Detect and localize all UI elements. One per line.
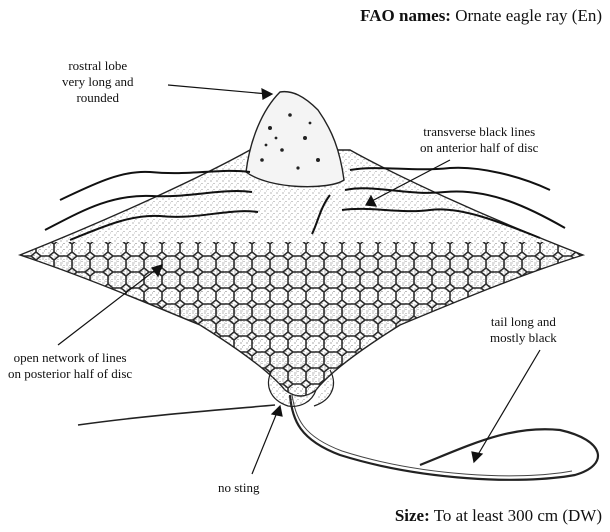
rostral-arrowhead xyxy=(262,89,272,99)
tail-label-line-2: mostly black xyxy=(490,330,557,346)
rostral-label-line-2: very long and xyxy=(62,74,133,90)
size-line: Size: To at least 300 cm (DW) xyxy=(395,506,602,526)
rostral-lobe xyxy=(246,92,344,187)
network-label-line-2: on posterior half of disc xyxy=(8,366,132,382)
rostral-label-line-3: rounded xyxy=(62,90,133,106)
sting-leader-line xyxy=(252,410,278,474)
tail-leader-line xyxy=(476,350,540,458)
sting-arrowhead xyxy=(272,406,282,416)
size-value: To at least 300 cm (DW) xyxy=(434,506,602,525)
tail xyxy=(78,395,598,480)
size-label: Size: xyxy=(395,506,430,525)
rostral-label-line-1: rostral lobe xyxy=(62,58,133,74)
rostral-lobe-label: rostral lobe very long and rounded xyxy=(62,58,133,106)
no-sting-label: no sting xyxy=(218,480,260,496)
transverse-lines-label: transverse black lines on anterior half … xyxy=(420,124,538,156)
network-lines-label: open network of lines on posterior half … xyxy=(8,350,132,382)
tail-arrowhead xyxy=(472,452,482,462)
transverse-label-line-1: transverse black lines xyxy=(420,124,538,140)
tail-label: tail long and mostly black xyxy=(490,314,557,346)
rostral-leader-line xyxy=(168,85,268,94)
sting-label-line-1: no sting xyxy=(218,480,260,496)
network-label-line-1: open network of lines xyxy=(8,350,132,366)
tail-label-line-1: tail long and xyxy=(490,314,557,330)
transverse-label-line-2: on anterior half of disc xyxy=(420,140,538,156)
